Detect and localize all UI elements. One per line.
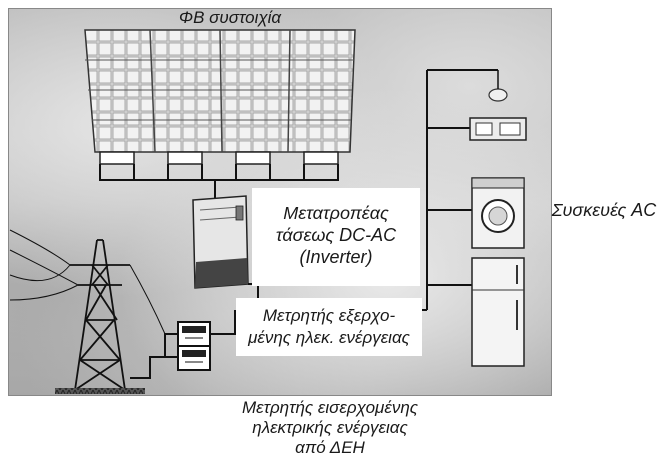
import-meter-label-line3: από ΔΕΗ: [295, 438, 365, 457]
import-meter-label: Μετρητής εισερχομένης ηλεκτρικής ενέργει…: [200, 398, 460, 458]
export-meter-label-line1: Μετρητής εξερχο-: [262, 306, 396, 325]
inverter-label-box: [252, 188, 420, 286]
export-meter-label-box: [236, 298, 422, 356]
refrigerator-icon: [471, 257, 525, 367]
inverter-label-line2: τάσεως DC-AC: [275, 225, 397, 245]
stereo-icon: [469, 117, 527, 141]
export-meter-label: Μετρητής εξερχο- μένης ηλεκ. ενέργειας: [236, 305, 422, 349]
inverter-label: Μετατροπέας τάσεως DC-AC (Inverter): [252, 202, 420, 268]
washing-machine-icon: [471, 177, 525, 249]
inverter-icon: [192, 195, 249, 289]
import-meter-label-line2: ηλεκτρικής ενέργειας: [252, 418, 408, 437]
export-meter-label-line2: μένης ηλεκ. ενέργειας: [248, 328, 410, 347]
import-meter-label-line1: Μετρητής εισερχομένης: [241, 398, 419, 417]
power-pylon-icon: [9, 229, 166, 391]
lamp-icon: [488, 70, 508, 102]
inverter-label-line1: Μετατροπέας: [283, 203, 389, 223]
dc-wiring: [99, 164, 339, 200]
inverter-label-line3: (Inverter): [299, 247, 373, 267]
ac-devices-label: Συσκευές AC: [551, 200, 657, 220]
pv-array-label: ΦΒ συστοιχία: [178, 8, 282, 27]
solar-panel-icon: [84, 29, 356, 165]
ground-strip: [55, 388, 145, 394]
meter-icon: [177, 321, 211, 371]
